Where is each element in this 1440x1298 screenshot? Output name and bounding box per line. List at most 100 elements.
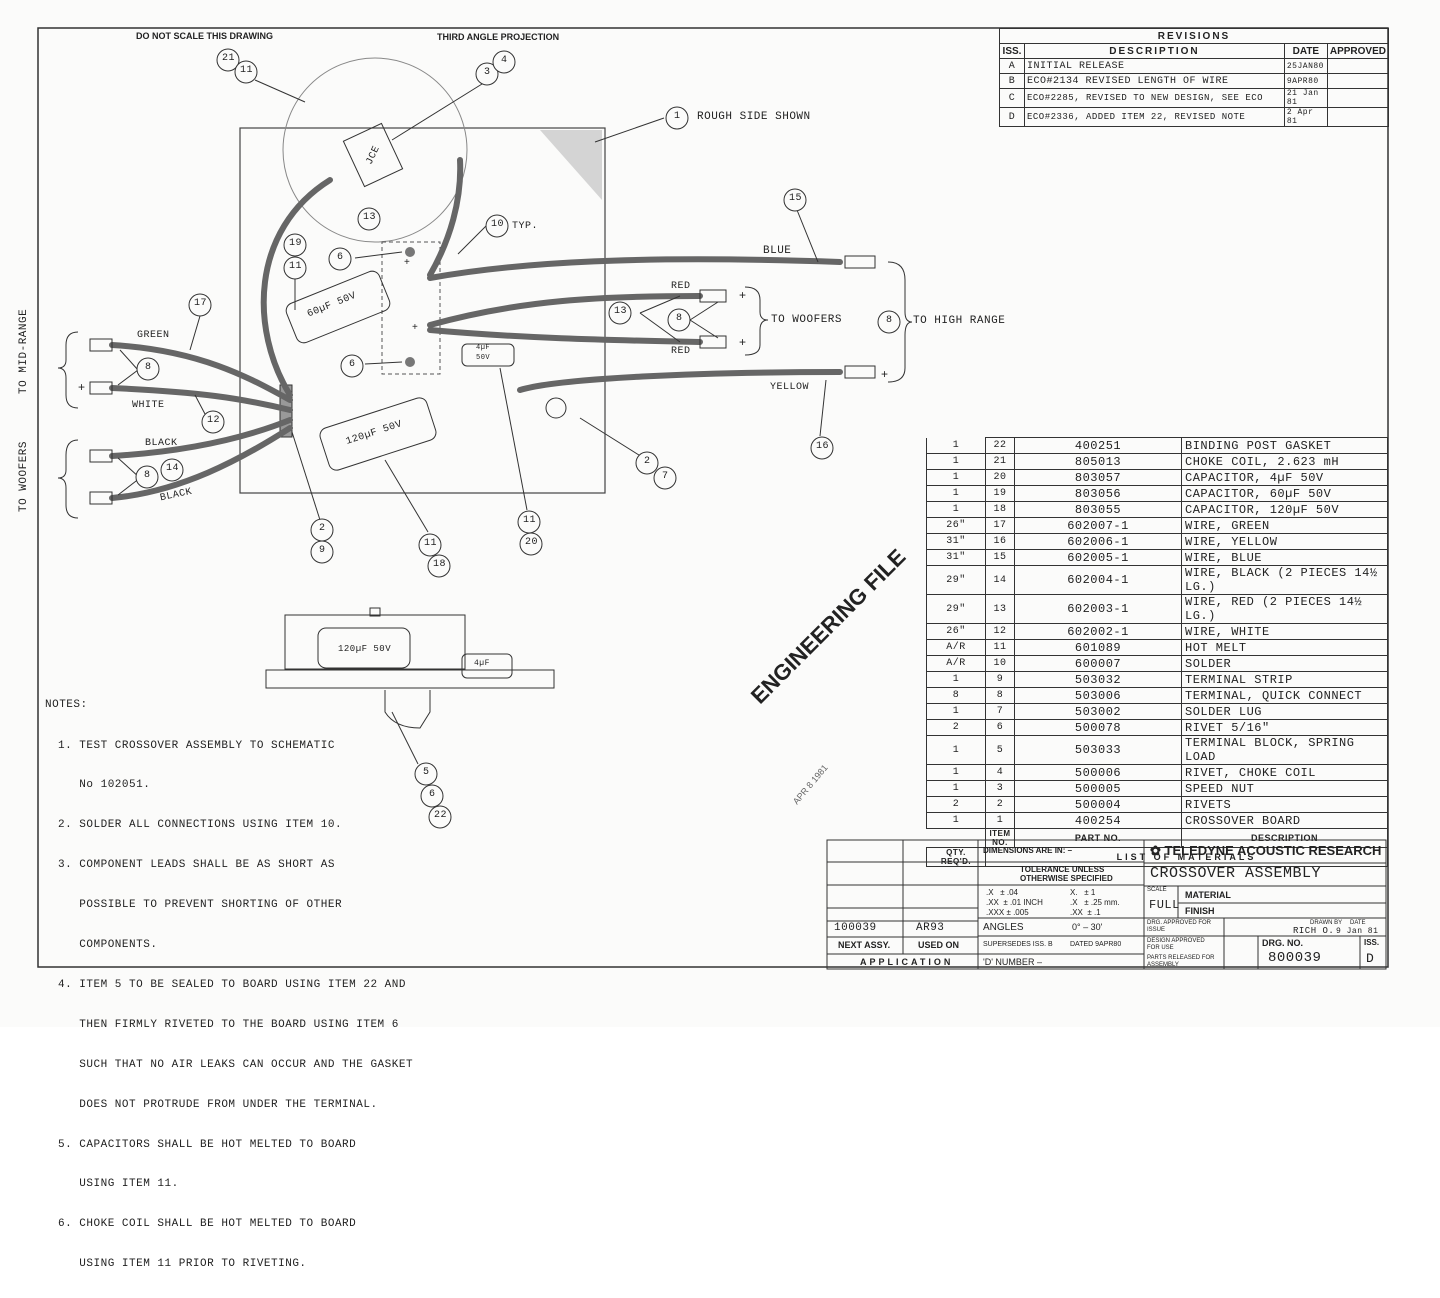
bom-qty: 1 bbox=[926, 485, 986, 502]
leader-lines bbox=[117, 79, 827, 765]
tb-drawn-by: DRAWN BY bbox=[1310, 920, 1343, 926]
balloon-11c: 11 bbox=[424, 538, 438, 549]
bom-desc: WIRE, BLACK (2 PIECES 14½ LG.) bbox=[1181, 565, 1388, 595]
do-not-scale: DO NOT SCALE THIS DRAWING bbox=[136, 31, 273, 41]
rev-date: 9APR80 bbox=[1283, 73, 1328, 89]
balloon-22: 22 bbox=[434, 810, 448, 821]
note-line: THEN FIRMLY RIVETED TO THE BOARD USING I… bbox=[58, 1018, 399, 1031]
bom-desc: RIVET, CHOKE COIL bbox=[1181, 764, 1388, 781]
bom-item: 5 bbox=[985, 735, 1015, 765]
balloon-14: 14 bbox=[166, 463, 180, 474]
plus-1: + bbox=[739, 288, 747, 302]
balloon-12: 12 bbox=[207, 415, 221, 426]
drawing-sheet: ENGINEERING FILE APR 8 1981 DO NOT SCALE… bbox=[18, 27, 1390, 1271]
tb-drg-approved: DRG. APPROVED FOR ISSUE bbox=[1147, 920, 1212, 933]
balloon-21: 21 bbox=[222, 53, 236, 64]
bom-part: 602005-1 bbox=[1014, 549, 1182, 566]
cap-4-label-1: 4µF bbox=[476, 344, 491, 352]
black-wire-label-top: BLACK bbox=[145, 438, 178, 449]
brace-woofers bbox=[744, 286, 769, 356]
balloon-10: 10 bbox=[491, 219, 505, 230]
bom-part: 602003-1 bbox=[1014, 594, 1182, 624]
note-line: USING ITEM 11 PRIOR TO RIVETING. bbox=[58, 1258, 307, 1271]
rev-col-iss: ISS. bbox=[999, 43, 1025, 59]
balloon-8a: 8 bbox=[145, 362, 152, 373]
side-view bbox=[265, 607, 555, 729]
bom-desc: CAPACITOR, 4µF 50V bbox=[1181, 469, 1388, 486]
balloon-2a: 2 bbox=[644, 456, 651, 467]
bom-item: 14 bbox=[985, 565, 1015, 595]
note-line: No 102051. bbox=[58, 779, 151, 792]
tb-finish: FINISH bbox=[1185, 906, 1215, 916]
crossover-board bbox=[239, 127, 606, 494]
balloon-13b: 13 bbox=[614, 306, 628, 317]
plus-3: + bbox=[881, 367, 889, 381]
revisions-title: REVISIONS bbox=[999, 28, 1389, 44]
bom-part: 503006 bbox=[1014, 687, 1182, 704]
rev-approved bbox=[1326, 88, 1390, 108]
plus-4: + bbox=[78, 380, 86, 394]
bom-item: 16 bbox=[985, 533, 1015, 550]
tb-drg-no: DRG. NO. bbox=[1262, 938, 1304, 948]
brace-high bbox=[887, 261, 913, 383]
tb-drawn-val: RICH O. bbox=[1293, 926, 1335, 936]
bom-qty: 1 bbox=[926, 703, 986, 720]
choke-coil-body bbox=[342, 122, 404, 188]
bom-item: 11 bbox=[985, 639, 1015, 656]
side-cap-120-label: 120µF 50V bbox=[338, 644, 392, 654]
rough-side-label: ROUGH SIDE SHOWN bbox=[697, 111, 811, 123]
bom-part: 500004 bbox=[1014, 796, 1182, 813]
bom-part: 803057 bbox=[1014, 469, 1182, 486]
brace-woofers-left bbox=[57, 439, 79, 519]
balloon-11d: 11 bbox=[523, 515, 537, 526]
bom-h-qty: QTY. REQ'D. bbox=[926, 847, 986, 867]
balloon-1: 1 bbox=[674, 111, 681, 122]
bom-item: 10 bbox=[985, 655, 1015, 672]
tb-scale-lbl: SCALE bbox=[1147, 887, 1167, 893]
notes-title: NOTES: bbox=[45, 699, 88, 711]
bom-item: 18 bbox=[985, 501, 1015, 518]
bom-qty: 1 bbox=[926, 671, 986, 688]
tb-drg-val: 800039 bbox=[1268, 950, 1322, 966]
note-line: 4. ITEM 5 TO BE SEALED TO BOARD USING IT… bbox=[58, 978, 406, 991]
connectors-left bbox=[89, 338, 113, 505]
bom-part: 602007-1 bbox=[1014, 517, 1182, 534]
balloon-9: 9 bbox=[319, 545, 326, 556]
to-mid-range: TO MID-RANGE bbox=[18, 308, 30, 394]
tb-application: APPLICATION bbox=[860, 957, 954, 967]
tb-t5: .X ± .25 mm. bbox=[1070, 898, 1120, 907]
capacitor-60uf bbox=[285, 270, 391, 344]
balloon-6c: 6 bbox=[429, 789, 436, 800]
tb-date-lbl: DATE bbox=[1350, 920, 1366, 926]
rev-approved bbox=[1326, 73, 1390, 89]
tb-t1: .X ± .04 bbox=[986, 888, 1018, 897]
rev-date: 25JAN80 bbox=[1283, 58, 1328, 74]
tb-tol1: TOLERANCE UNLESS bbox=[1020, 865, 1105, 874]
bom-item: 13 bbox=[985, 594, 1015, 624]
bom-qty: 1 bbox=[926, 764, 986, 781]
bom-qty: 2 bbox=[926, 796, 986, 813]
balloon-18: 18 bbox=[433, 559, 447, 570]
connectors-right bbox=[699, 255, 876, 379]
bom-qty: 26" bbox=[926, 623, 986, 640]
bom-item: 21 bbox=[985, 453, 1015, 470]
bom-item: 4 bbox=[985, 764, 1015, 781]
projection: THIRD ANGLE PROJECTION bbox=[437, 32, 560, 42]
engineering-file-stamp: ENGINEERING FILE bbox=[746, 544, 911, 709]
bom-part: 503002 bbox=[1014, 703, 1182, 720]
